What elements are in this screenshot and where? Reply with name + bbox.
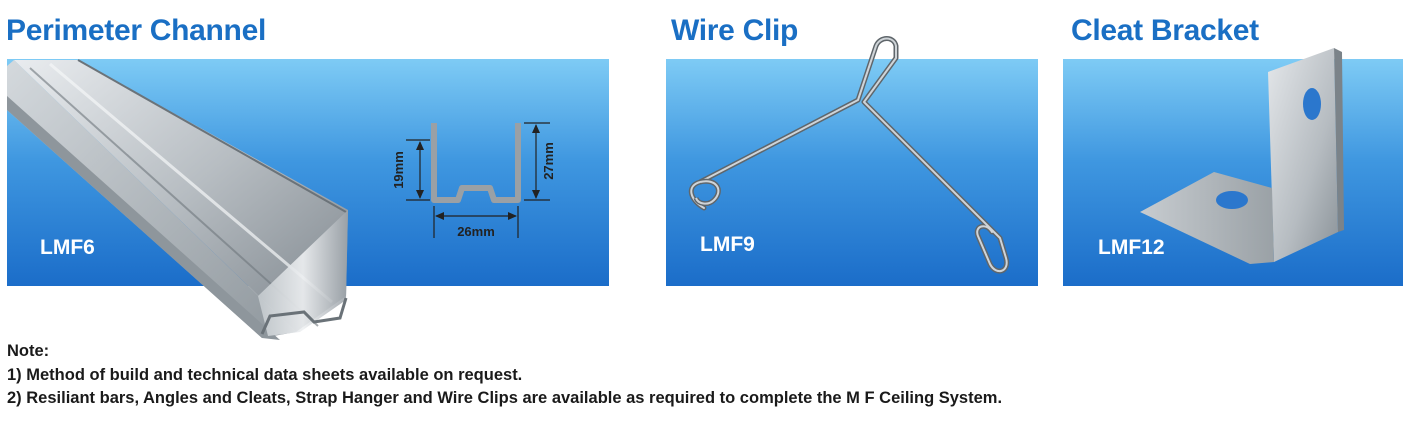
lmf6-code: LMF6: [40, 236, 95, 259]
dim-19mm-label: 19mm: [391, 151, 406, 189]
notes-heading: Note:: [7, 342, 50, 360]
dim-27mm-label: 27mm: [541, 142, 556, 180]
dim-26mm-label: 26mm: [457, 224, 495, 239]
perimeter-channel-title: Perimeter Channel: [6, 14, 266, 47]
notes-section: Note: 1) Method of build and technical d…: [7, 340, 1002, 411]
note-line-1: 1) Method of build and technical data sh…: [7, 365, 523, 384]
wire-clip-title: Wire Clip: [671, 14, 799, 47]
note-line-2: 2) Resiliant bars, Angles and Cleats, St…: [7, 389, 1003, 407]
cleat-bracket-title: Cleat Bracket: [1071, 14, 1259, 47]
wire-clip-panel: [666, 59, 1038, 286]
lmf12-code: LMF12: [1098, 236, 1165, 259]
lmf9-code: LMF9: [700, 233, 755, 256]
